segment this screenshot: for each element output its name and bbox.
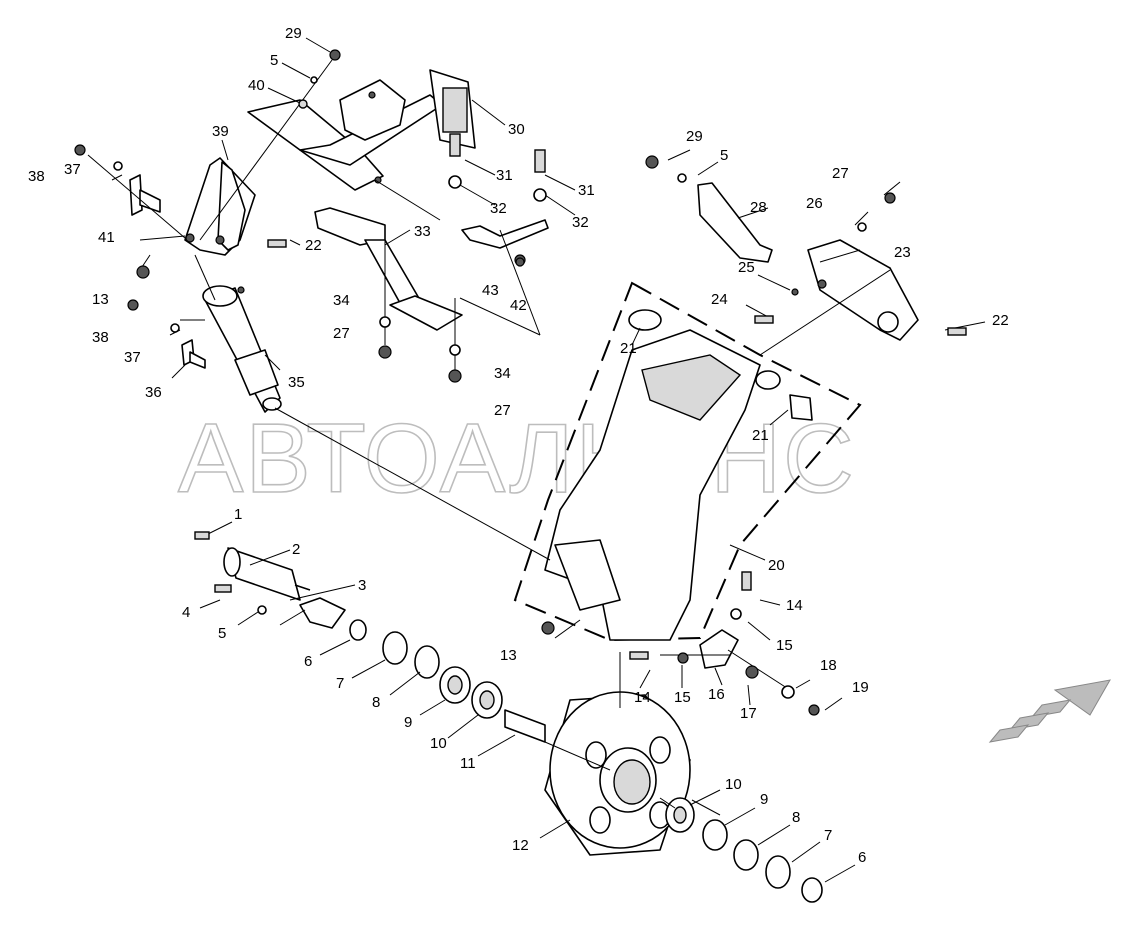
- callout-14-right: 14: [786, 597, 803, 614]
- support-bracket-33: [314, 207, 463, 331]
- callout-38-bottom: 38: [92, 329, 109, 346]
- arm-housing: [513, 281, 862, 642]
- callout-22-left: 22: [305, 237, 322, 254]
- callout-11: 11: [460, 755, 476, 772]
- callout-26: 26: [806, 195, 823, 212]
- callout-12: 12: [512, 837, 529, 854]
- mounting-bracket-right: [697, 182, 919, 341]
- mounting-bracket-left: [184, 157, 256, 256]
- watermark: АВТОАЛЬЯНС: [178, 403, 856, 513]
- pin-41: [129, 174, 161, 216]
- callout-6-left: 6: [304, 653, 312, 670]
- callout-34-left: 34: [333, 292, 350, 309]
- callout-34-right: 34: [494, 365, 511, 382]
- callout-21-right: 21: [752, 427, 769, 444]
- callout-31-left: 31: [496, 167, 513, 184]
- callout-1: 1: [234, 506, 242, 523]
- callout-29-top: 29: [285, 25, 302, 42]
- callout-27-right-top: 27: [832, 165, 849, 182]
- callout-38-top: 38: [28, 168, 45, 185]
- callout-32-left: 32: [490, 200, 507, 217]
- callout-40: 40: [248, 77, 265, 94]
- callout-13-top: 13: [92, 291, 109, 308]
- callout-8-left: 8: [372, 694, 380, 711]
- callout-23: 23: [894, 244, 911, 261]
- callout-14-bottom: 14: [634, 689, 651, 706]
- callout-32-right: 32: [572, 214, 589, 231]
- frame-bracket: [247, 69, 476, 191]
- callout-21-left: 21: [620, 340, 637, 357]
- callout-29-right: 29: [686, 128, 703, 145]
- callout-labels: 29 5 40 30 39 38 37 41 31 32 31 32 22 33…: [28, 25, 1009, 866]
- callout-36: 36: [145, 384, 162, 401]
- callout-37-top: 37: [64, 161, 81, 178]
- callout-28: 28: [750, 199, 767, 216]
- bracket-16: [699, 629, 739, 669]
- hydraulic-cylinder: [202, 285, 282, 413]
- callout-17: 17: [740, 705, 757, 722]
- callout-25: 25: [738, 259, 755, 276]
- callout-37-bottom: 37: [124, 349, 141, 366]
- callout-5-right: 5: [720, 147, 728, 164]
- callout-8-right: 8: [792, 809, 800, 826]
- callout-6-right: 6: [858, 849, 866, 866]
- callout-27-right: 27: [494, 402, 511, 419]
- callout-5-bottom: 5: [218, 625, 226, 642]
- callout-39: 39: [212, 123, 229, 140]
- callout-10-right: 10: [725, 776, 742, 793]
- callout-20: 20: [768, 557, 785, 574]
- callout-19: 19: [852, 679, 869, 696]
- callout-3: 3: [358, 577, 366, 594]
- callout-10-left: 10: [430, 735, 447, 752]
- callout-5-top: 5: [270, 52, 278, 69]
- callout-9-left: 9: [404, 714, 412, 731]
- axle-2: [223, 547, 311, 601]
- wheel: [544, 691, 691, 856]
- callout-7-right: 7: [824, 827, 832, 844]
- bracket-43: [461, 219, 549, 249]
- callout-2: 2: [292, 541, 300, 558]
- callout-4: 4: [182, 604, 190, 621]
- bracket-3: [299, 597, 346, 629]
- callout-35: 35: [288, 374, 305, 391]
- fasteners: [74, 49, 967, 716]
- callout-41: 41: [98, 229, 115, 246]
- callout-24: 24: [711, 291, 728, 308]
- callout-42: 42: [510, 297, 527, 314]
- callout-13-bottom: 13: [500, 647, 517, 664]
- bearing-stack-left: [349, 619, 546, 743]
- direction-arrow-icon: [988, 679, 1111, 743]
- callout-27-left: 27: [333, 325, 350, 342]
- callout-7-left: 7: [336, 675, 344, 692]
- callout-15-bottom: 15: [674, 689, 691, 706]
- callout-16: 16: [708, 686, 725, 703]
- callout-9-right: 9: [760, 791, 768, 808]
- callout-33: 33: [414, 223, 431, 240]
- callout-31-right: 31: [578, 182, 595, 199]
- callout-43: 43: [482, 282, 499, 299]
- callout-18: 18: [820, 657, 837, 674]
- pin-36: [181, 339, 206, 369]
- callout-30: 30: [508, 121, 525, 138]
- callout-15-right: 15: [776, 637, 793, 654]
- callout-22-right: 22: [992, 312, 1009, 329]
- leader-lines: [87, 37, 986, 883]
